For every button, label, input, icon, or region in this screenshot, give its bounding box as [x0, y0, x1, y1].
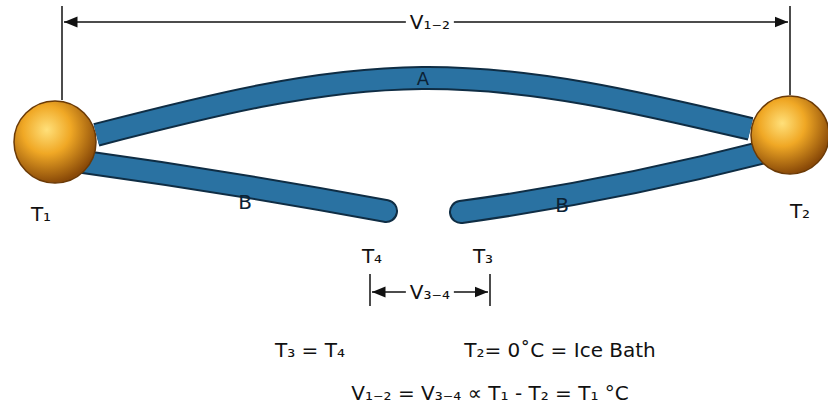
equation-text: T₃ = T₄	[275, 339, 345, 362]
junction-sphere	[13, 100, 97, 184]
junction-sphere	[751, 96, 828, 174]
junction-ball: T₁	[13, 100, 97, 184]
equation-text: V₁₋₂ = V₃₋₄ ∝ T₁ - T₂ = T₁ °C	[351, 382, 628, 405]
wire-label: A	[417, 69, 429, 90]
wire-label: B	[555, 194, 569, 217]
wire-label: B	[238, 191, 252, 214]
dimension-label: V₁₋₂	[406, 11, 454, 34]
junction-label: T₂	[790, 200, 810, 223]
equation-text: T₂= 0˚C = Ice Bath	[464, 339, 656, 362]
junction-sphere	[750, 95, 828, 175]
junction-label: T₄	[362, 245, 382, 268]
dimension-lines	[62, 6, 790, 306]
junction-sphere	[14, 101, 96, 183]
wire-b	[70, 148, 780, 212]
junction-label: T₁	[31, 203, 51, 226]
junction-ball: T₂	[750, 95, 828, 175]
dimension-label: V₃₋₄	[406, 281, 454, 304]
junction-label: T₃	[473, 245, 493, 268]
